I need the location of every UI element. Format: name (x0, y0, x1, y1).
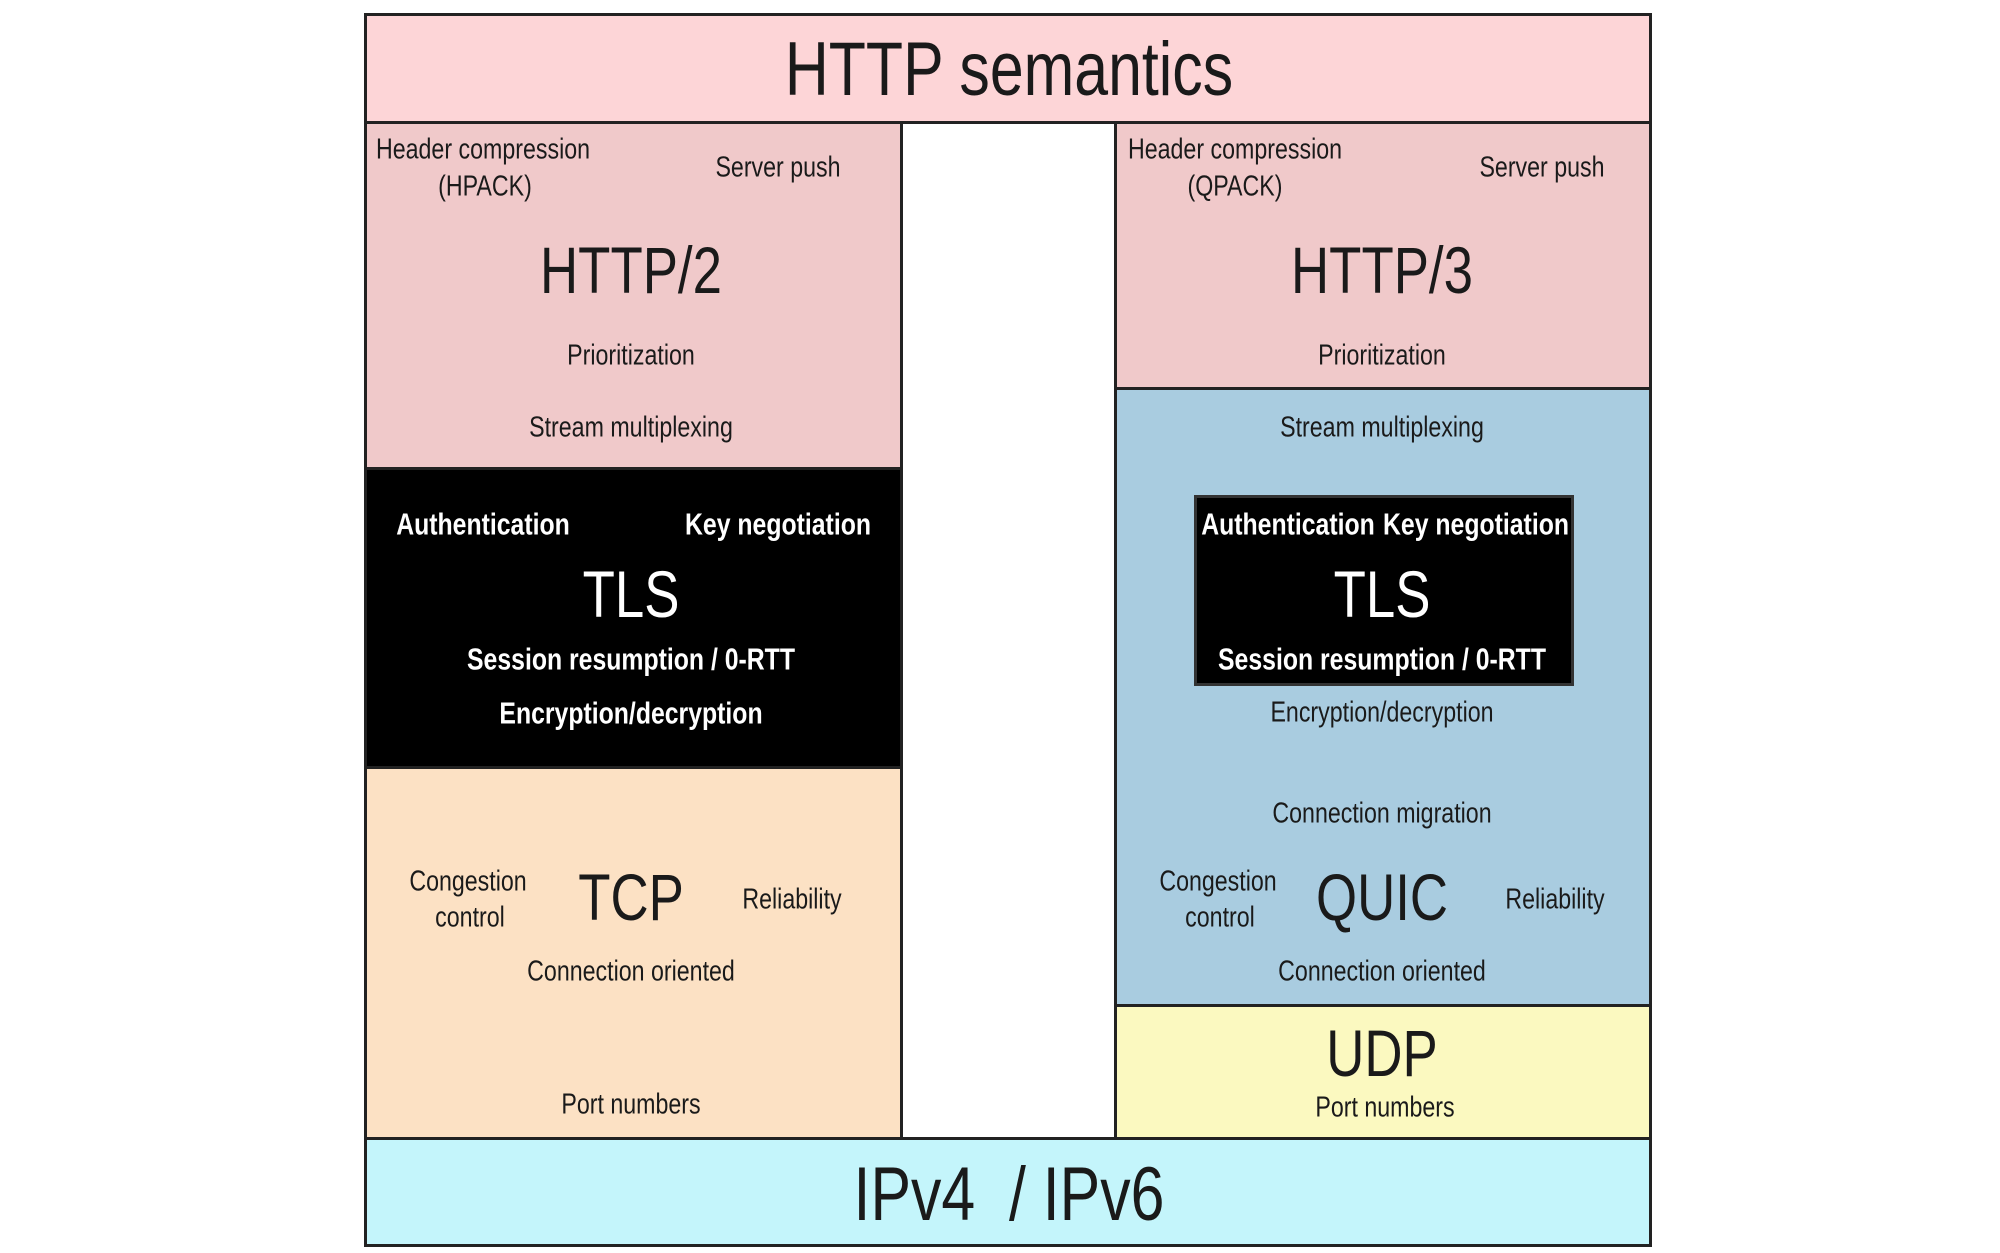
session-resumption-label: Session resumption / 0-RTT (467, 641, 795, 677)
server-push-label: Server push (715, 151, 841, 184)
gap-column (900, 121, 1117, 1140)
header-compression-label: Header compression (375, 133, 591, 166)
authentication-label: Authentication (396, 506, 570, 542)
qpack-label: (QPACK) (1187, 170, 1283, 203)
http2-title: HTTP/2 (540, 233, 722, 307)
server-push-label: Server push (1479, 151, 1605, 184)
tcp-title: TCP (578, 860, 684, 934)
tls-title: TLS (1333, 557, 1431, 631)
connection-oriented-label: Connection oriented (527, 955, 735, 988)
quic-title: QUIC (1316, 860, 1448, 934)
reliability-label: Reliability (1505, 883, 1605, 916)
port-numbers-label: Port numbers (1315, 1091, 1455, 1124)
port-numbers-label: Port numbers (561, 1088, 701, 1121)
congestion-label: Congestion (1159, 865, 1277, 898)
control-label: control (1185, 901, 1255, 934)
stream-multiplexing-label: Stream multiplexing (1280, 411, 1484, 444)
authentication-label: Authentication (1201, 506, 1375, 542)
ip-layer (364, 1137, 1652, 1247)
http-semantics-label: HTTP semantics (784, 27, 1234, 112)
key-negotiation-label: Key negotiation (684, 506, 872, 542)
encryption-label: Encryption/decryption (1270, 696, 1494, 729)
stream-multiplexing-label: Stream multiplexing (529, 411, 733, 444)
connection-oriented-label: Connection oriented (1278, 955, 1486, 988)
http3-title: HTTP/3 (1291, 233, 1473, 307)
tls-layer-right (1194, 495, 1574, 686)
congestion-label: Congestion (409, 865, 527, 898)
udp-layer (1114, 1004, 1652, 1140)
key-negotiation-label: Key negotiation (1382, 506, 1570, 542)
quic-layer (1114, 387, 1652, 1007)
prioritization-label: Prioritization (567, 339, 695, 372)
tcp-layer (364, 766, 903, 1140)
session-resumption-label: Session resumption / 0-RTT (1218, 641, 1546, 677)
header-compression-label: Header compression (1127, 133, 1343, 166)
encryption-label: Encryption/decryption (499, 695, 763, 731)
http3-layer (1114, 121, 1652, 390)
ip-label: IPv4 / IPv6 (853, 1152, 1165, 1237)
prioritization-label: Prioritization (1318, 339, 1446, 372)
udp-title: UDP (1326, 1016, 1438, 1090)
http2-layer (364, 121, 903, 470)
reliability-label: Reliability (742, 883, 842, 916)
hpack-label: (HPACK) (438, 170, 532, 203)
connection-migration-label: Connection migration (1272, 797, 1492, 830)
control-label: control (435, 901, 505, 934)
tls-title: TLS (582, 557, 680, 631)
